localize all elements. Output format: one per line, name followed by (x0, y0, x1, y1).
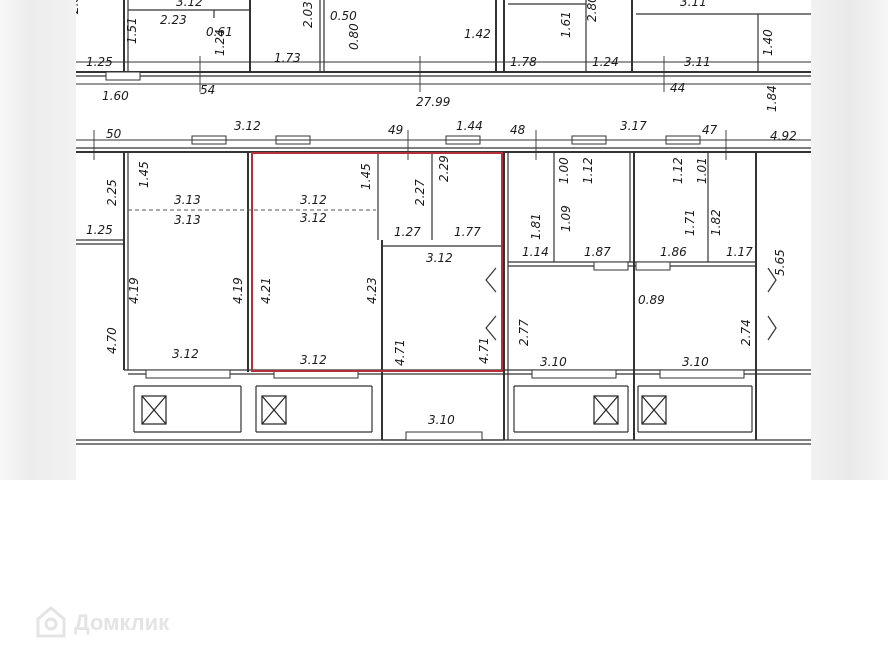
dimension-label: 1.24 (592, 55, 619, 69)
dimension-label: 44 (670, 81, 685, 95)
dimension-label: 3.12 (234, 119, 261, 133)
dimension-label: 1.24 (213, 29, 227, 56)
dimension-label: 1.73 (274, 51, 301, 65)
dimension-label: 3.13 (174, 193, 201, 207)
dimension-label: 47 (702, 123, 718, 137)
dimension-label: 1.45 (359, 163, 373, 190)
dimension-label: 1.14 (522, 245, 549, 259)
dimension-label: 4.70 (105, 327, 119, 354)
dimension-label: 1.17 (726, 245, 753, 259)
dimension-label: 4.19 (127, 277, 141, 304)
dimension-label: 3.12 (426, 251, 453, 265)
dimension-label: 27.99 (416, 95, 450, 109)
dimension-label: 1.77 (454, 225, 481, 239)
dimension-label: 1.00 (557, 157, 571, 184)
dimension-label: 1.25 (86, 55, 113, 69)
floor-plan-drawing: 2.82 3.12 2.23 0.61 1.51 1.24 2.03 0.500.80 1.42… (76, 0, 811, 445)
dimension-label: 1.71 (683, 209, 697, 236)
dimension-label: 4.71 (477, 337, 491, 364)
blurred-background-right (811, 0, 888, 480)
windows (105, 71, 745, 441)
dimension-label: 54 (200, 83, 215, 97)
dimension-label: 3.13 (174, 213, 201, 227)
dimension-label: 2.27 (413, 179, 427, 206)
dimension-label: 4.71 (393, 339, 407, 366)
dimension-label: 2.77 (517, 319, 531, 346)
dimension-label: 3.12 (300, 193, 327, 207)
dimension-label: 2.03 (301, 1, 315, 28)
watermark-text: Домклик (74, 610, 170, 635)
dimension-label: 1.61 (559, 11, 573, 38)
dimension-label: 1.78 (510, 55, 537, 69)
dimension-label: 0.50 (330, 9, 357, 23)
dimension-label: 3.11 (684, 55, 711, 69)
dimension-label: 1.09 (559, 205, 573, 232)
dimension-label: 1.60 (102, 89, 129, 103)
dimension-label: 3.12 (172, 347, 199, 361)
dimension-label: 2.80 (585, 0, 599, 22)
dimension-label: 1.12 (581, 157, 595, 184)
dimension-label: 48 (510, 123, 526, 137)
dimension-label: 1.51 (125, 17, 139, 44)
watermark: Домклик (36, 606, 169, 640)
dimension-label: 1.42 (464, 27, 491, 41)
selected-apartment-outline (251, 152, 503, 372)
dimension-label: 1.27 (394, 225, 421, 239)
dimension-label: 2.82 (76, 0, 81, 14)
dimension-label: 2.25 (105, 179, 119, 206)
dimension-label: 1.86 (660, 245, 687, 259)
dimension-label: 5.65 (773, 249, 787, 276)
dimension-label: 0.80 (347, 23, 361, 50)
dimension-label: 1.40 (761, 29, 775, 56)
dimension-label: 2.29 (437, 155, 451, 182)
blurred-background-left (0, 0, 76, 480)
dimension-label: 3.10 (428, 413, 455, 427)
dimension-label: 1.87 (584, 245, 611, 259)
dimension-label: 3.17 (620, 119, 647, 133)
dimension-label: 3.12 (300, 353, 327, 367)
dimension-label: 0.61 (206, 25, 233, 39)
dimension-label: 3.11 (680, 0, 707, 9)
dimension-label: 3.12 (300, 211, 327, 225)
dimension-label: 4.21 (259, 277, 273, 304)
dimension-lines (76, 56, 811, 160)
dimension-label: 1.25 (86, 223, 113, 237)
dimension-label: 3.10 (540, 355, 567, 369)
dimension-label: 1.81 (529, 213, 543, 240)
dimension-label: 3.12 (176, 0, 203, 9)
dimension-label: 50 (106, 127, 122, 141)
dimension-label: 2.23 (160, 13, 187, 27)
dimension-label: 3.10 (682, 355, 709, 369)
ventilation-shafts (141, 395, 667, 425)
dimension-label: 49 (388, 123, 403, 137)
dimension-label: 1.01 (695, 157, 709, 184)
walls (76, 0, 811, 445)
dimension-label: 4.19 (231, 277, 245, 304)
house-pin-icon (36, 606, 66, 638)
dimension-label: 1.12 (671, 157, 685, 184)
dimension-label: 1.84 (765, 85, 779, 112)
dimension-label: 4.92 (770, 129, 797, 143)
dimension-label: 2.74 (739, 319, 753, 346)
dimension-label: 4.23 (365, 277, 379, 304)
dimension-label: 0.89 (638, 293, 665, 307)
dimension-label: 1.44 (456, 119, 483, 133)
dimension-label: 1.45 (137, 161, 151, 188)
dimension-label: 1.82 (709, 209, 723, 236)
door-symbols (485, 267, 777, 341)
